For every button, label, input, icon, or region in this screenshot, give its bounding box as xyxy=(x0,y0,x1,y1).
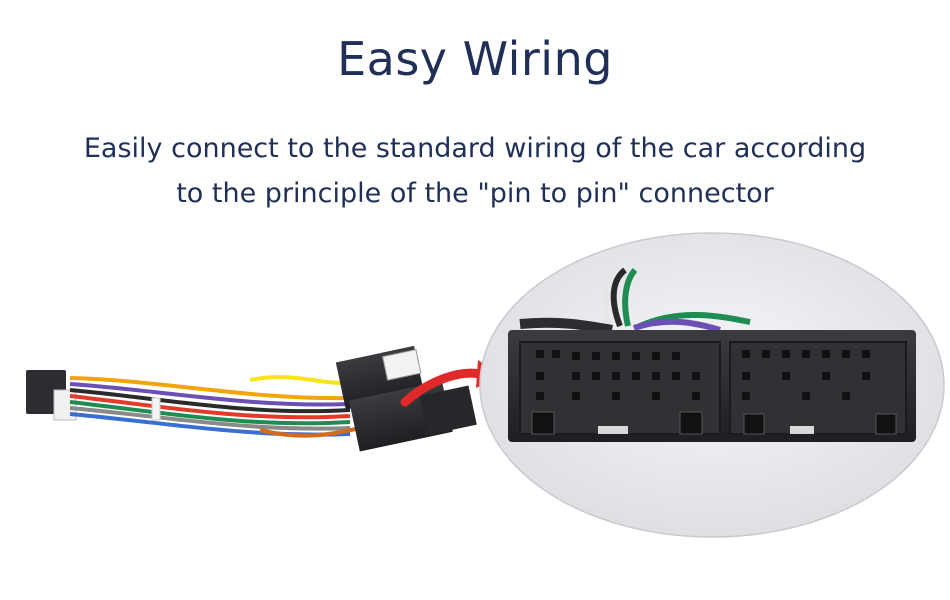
page-title: Easy Wiring xyxy=(337,32,613,86)
subtitle-line-2: to the principle of the "pin to pin" con… xyxy=(176,178,774,209)
subtitle-line-1: Easily connect to the standard wiring of… xyxy=(83,133,867,164)
connector-closeup-icon xyxy=(479,232,945,538)
wiring-illustration xyxy=(26,232,945,538)
page-subtitle: Easily connect to the standard wiring of… xyxy=(0,126,950,216)
wiring-harness-icon xyxy=(26,345,477,452)
